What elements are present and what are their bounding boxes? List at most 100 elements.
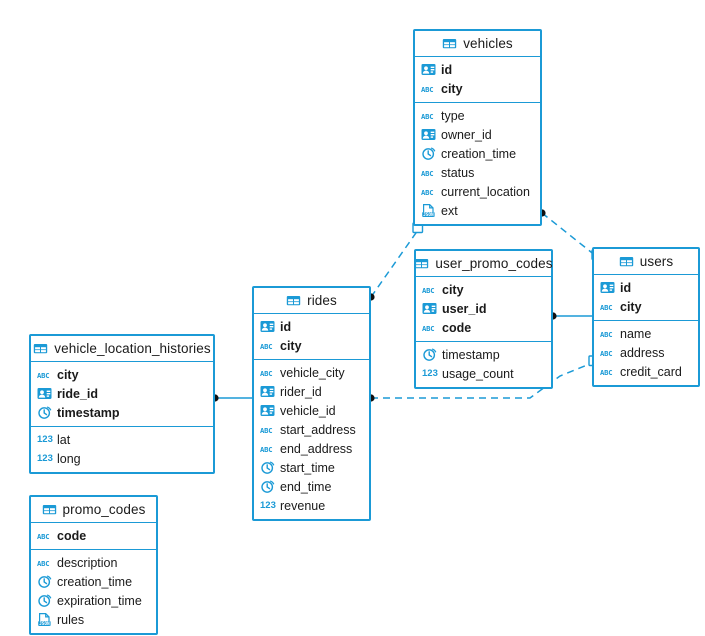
- field-label: id: [280, 319, 292, 334]
- field-row[interactable]: creation_time: [415, 144, 540, 163]
- entity-title: user_promo_codes: [435, 256, 553, 271]
- field-label: city: [280, 338, 302, 353]
- primary-key-id-icon: [260, 403, 275, 418]
- abc-text-icon: ABC: [37, 559, 50, 568]
- number-icon: 123: [422, 368, 438, 379]
- field-label: lat: [57, 432, 71, 447]
- abc-text-icon: ABC: [421, 112, 434, 121]
- field-row[interactable]: timestamp: [31, 403, 213, 422]
- entity-header-vehicle_location_histories[interactable]: vehicle_location_histories: [31, 336, 213, 362]
- field-row[interactable]: expiration_time: [31, 591, 156, 610]
- clock-icon: [260, 460, 275, 475]
- field-row[interactable]: vehicle_id: [254, 401, 369, 420]
- abc-text-icon: ABC: [260, 342, 273, 351]
- entity-title: promo_codes: [62, 502, 146, 517]
- field-label: name: [620, 326, 652, 341]
- entity-header-user_promo_codes[interactable]: user_promo_codes: [415, 251, 553, 277]
- field-row[interactable]: end_time: [254, 477, 369, 496]
- field-row[interactable]: ABC end_address: [254, 439, 369, 458]
- entity-header-rides[interactable]: rides: [254, 288, 369, 314]
- field-row[interactable]: ABC type: [415, 106, 540, 125]
- field-row[interactable]: creation_time: [31, 572, 156, 591]
- field-row[interactable]: owner_id: [415, 125, 540, 144]
- table-grid-icon: [286, 293, 301, 308]
- field-row[interactable]: ABC city: [254, 336, 369, 355]
- relationship-vehicle_location_histories-rides[interactable]: [211, 394, 252, 402]
- abc-text-icon: ABC: [600, 303, 613, 312]
- field-label: status: [441, 165, 475, 180]
- field-label: revenue: [280, 498, 326, 513]
- field-label: current_location: [441, 184, 530, 199]
- clock-icon: [37, 593, 52, 608]
- field-row[interactable]: start_time: [254, 458, 369, 477]
- clock-icon: [37, 405, 52, 420]
- field-label: city: [441, 81, 463, 96]
- abc-text-icon: ABC: [260, 426, 273, 435]
- primary-key-id-icon: [37, 386, 52, 401]
- field-label: type: [441, 108, 465, 123]
- field-label: ext: [441, 203, 458, 218]
- clock-icon: [421, 146, 436, 161]
- abc-text-icon: ABC: [260, 369, 273, 378]
- number-icon: 123: [37, 453, 53, 464]
- field-label: owner_id: [441, 127, 492, 142]
- field-row[interactable]: rider_id: [254, 382, 369, 401]
- field-row[interactable]: user_id: [416, 299, 551, 318]
- field-label: end_address: [280, 441, 353, 456]
- abc-text-icon: ABC: [600, 368, 613, 377]
- field-label: expiration_time: [57, 593, 142, 608]
- field-row[interactable]: JSON ext: [415, 201, 540, 220]
- primary-key-id-icon: [260, 384, 275, 399]
- field-label: ride_id: [57, 386, 98, 401]
- field-label: vehicle_id: [280, 403, 336, 418]
- entity-header-vehicles[interactable]: vehicles: [415, 31, 540, 57]
- field-row[interactable]: timestamp: [416, 345, 551, 364]
- field-row[interactable]: id: [254, 317, 369, 336]
- entity-header-users[interactable]: users: [594, 249, 698, 275]
- table-grid-icon: [442, 36, 457, 51]
- field-row[interactable]: id: [594, 278, 698, 297]
- json-icon: JSON: [421, 203, 436, 218]
- field-row[interactable]: ride_id: [31, 384, 213, 403]
- field-label: timestamp: [442, 347, 500, 362]
- abc-text-icon: ABC: [260, 445, 273, 454]
- field-label: user_id: [442, 301, 487, 316]
- relationship-user_promo_codes-users[interactable]: [549, 312, 592, 320]
- abc-text-icon: ABC: [421, 169, 434, 178]
- field-label: start_time: [280, 460, 335, 475]
- field-label: rules: [57, 612, 85, 627]
- entity-header-promo_codes[interactable]: promo_codes: [31, 497, 156, 523]
- field-row[interactable]: ABC status: [415, 163, 540, 182]
- field-row[interactable]: id: [415, 60, 540, 79]
